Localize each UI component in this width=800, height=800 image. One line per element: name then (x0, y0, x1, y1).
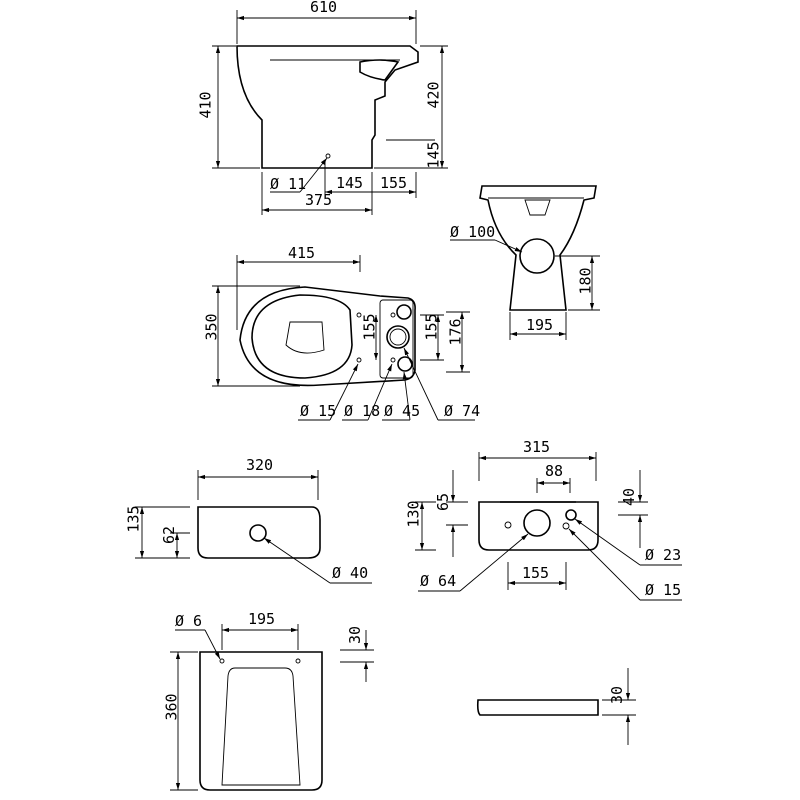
dim-base-width: 195 (526, 316, 553, 334)
label-hole-40: Ø 40 (332, 564, 368, 582)
dim-body-height: 410 (197, 91, 215, 118)
dim-outlet-height: 145 (425, 141, 443, 168)
dim-bolt-spacing-a: 155 (361, 313, 379, 340)
label-hole-15: Ø 15 (300, 402, 336, 420)
dim-offset-a: 145 (336, 174, 363, 192)
label-outlet: Ø 100 (450, 223, 495, 241)
front-view: Ø 100 180 195 (450, 185, 600, 340)
cistern-back-view: 315 88 130 65 40 155 Ø 64 Ø 23 Ø 15 (405, 438, 682, 601)
dim-base-length: 375 (305, 191, 332, 209)
dim-spacing-top: 88 (545, 462, 563, 480)
dim-thickness: 30 (608, 686, 626, 704)
dim-tank-spacing: 176 (447, 318, 465, 345)
dim-bolt-spacing-b: 155 (423, 313, 441, 340)
dim-length: 360 (163, 693, 181, 720)
dim-hole-height: 62 (160, 526, 178, 544)
dim-width: 320 (246, 456, 273, 474)
dim-spacing-bottom: 155 (522, 564, 549, 582)
label-hole-74: Ø 74 (444, 402, 480, 420)
cistern-front-view: 320 135 62 Ø 40 (125, 456, 372, 584)
dim-width: 610 (310, 0, 337, 16)
side-view: 610 410 420 145 Ø 11 145 155 375 (197, 0, 448, 215)
dim-hinge-offset: 30 (346, 626, 364, 644)
label-hole-23: Ø 23 (645, 546, 681, 564)
dim-outlet-height: 180 (577, 267, 595, 294)
seat-side-view: 30 (476, 668, 636, 745)
label-hole-45: Ø 45 (384, 402, 420, 420)
seat-top-view: Ø 6 195 360 30 (163, 610, 374, 791)
label-hole-15: Ø 15 (645, 581, 681, 599)
dim-top-offset: 40 (620, 488, 638, 506)
dim-offset-b: 155 (380, 174, 407, 192)
dim-total-height: 420 (425, 81, 443, 108)
dim-width: 315 (523, 438, 550, 456)
dim-length: 415 (288, 244, 315, 262)
dim-height: 130 (405, 500, 423, 527)
label-hole-64: Ø 64 (420, 572, 456, 590)
dim-height: 135 (125, 505, 143, 532)
label-hole-11: Ø 11 (270, 175, 306, 193)
label-hole-18: Ø 18 (344, 402, 380, 420)
dim-width: 350 (203, 313, 221, 340)
dim-hole-spacing: 195 (248, 610, 275, 628)
plan-view: 415 350 155 155 176 Ø 15 Ø 18 Ø 45 Ø 74 (203, 244, 480, 421)
label-hole-6: Ø 6 (175, 612, 202, 630)
dim-hole-height: 65 (434, 493, 452, 511)
